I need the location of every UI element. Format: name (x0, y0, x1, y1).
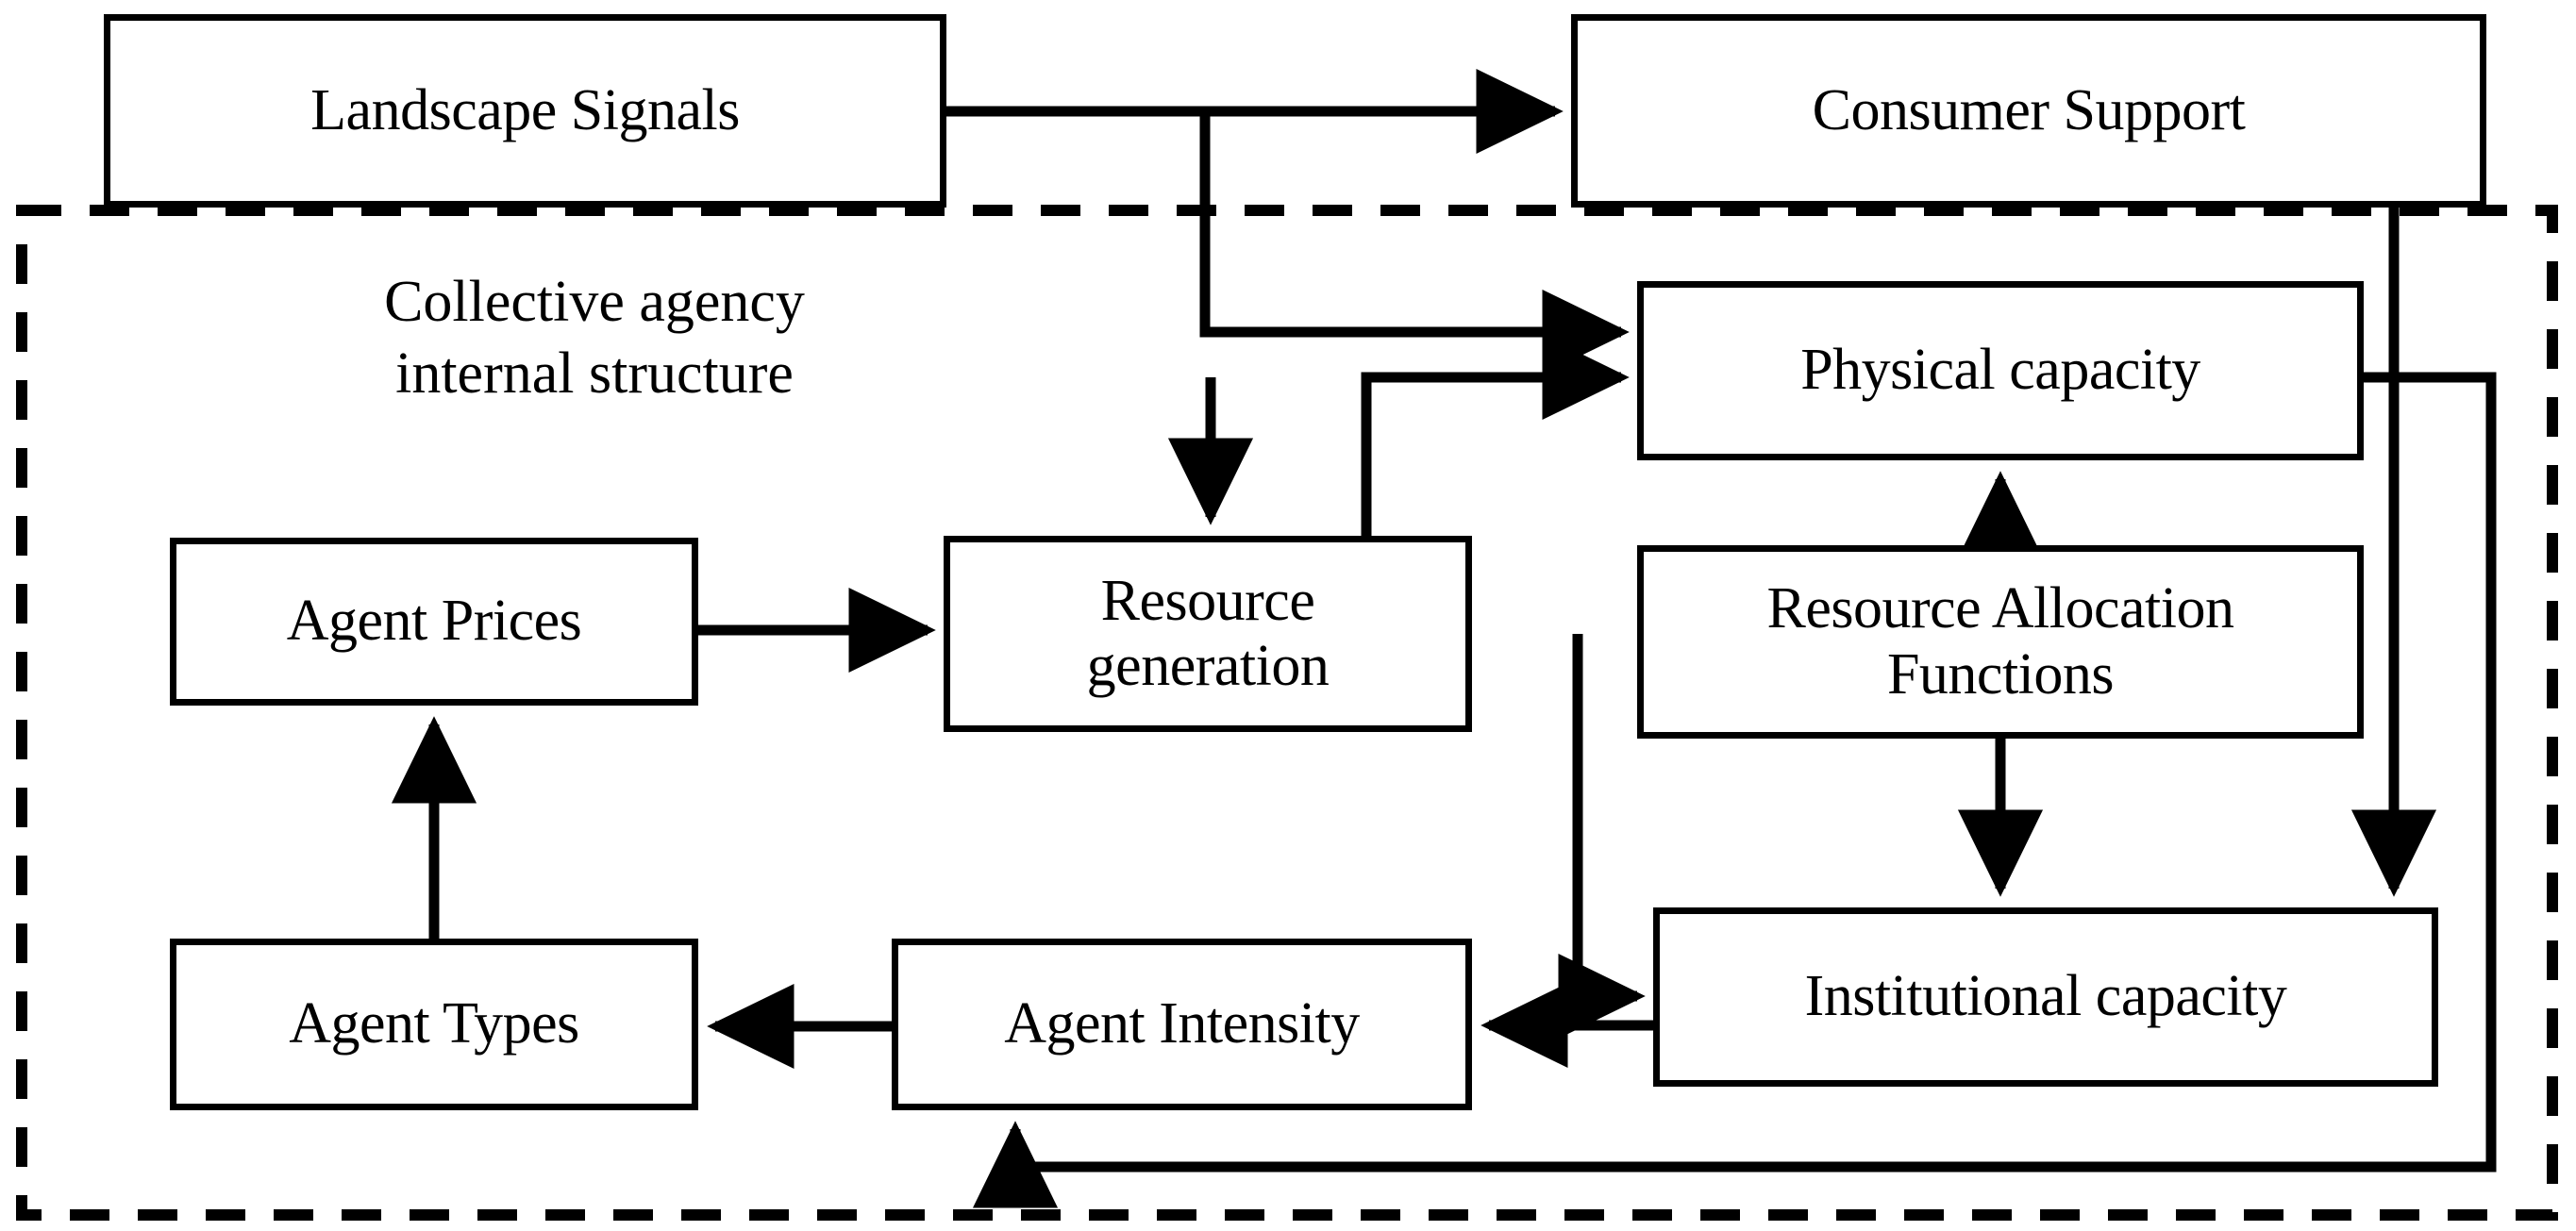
node-resource-allocation-functions[interactable]: Resource Allocation Functions (1637, 545, 2364, 739)
node-label-agent-types: Agent Types (289, 991, 579, 1056)
edge-resource-generation-to-institutional-capacity (1558, 634, 1646, 1040)
node-institutional-capacity[interactable]: Institutional capacity (1653, 907, 2438, 1087)
node-label-agent-intensity: Agent Intensity (1004, 991, 1360, 1056)
node-label-institutional-capacity: Institutional capacity (1804, 964, 2287, 1029)
node-label-resource-allocation-functions: Resource Allocation Functions (1766, 576, 2234, 707)
node-consumer-support[interactable]: Consumer Support (1571, 14, 2486, 208)
edge-physical-capacity-to-agent-intensity (972, 372, 2497, 1208)
node-resource-generation[interactable]: Resource generation (944, 536, 1472, 732)
node-label-physical-capacity: Physical capacity (1800, 338, 2200, 403)
node-agent-intensity[interactable]: Agent Intensity (892, 939, 1472, 1110)
edge-landscape-signals-to-physical-capacity (1199, 111, 1630, 375)
node-label-consumer-support: Consumer Support (1812, 77, 2246, 142)
node-landscape-signals[interactable]: Landscape Signals (104, 14, 946, 208)
node-agent-types[interactable]: Agent Types (170, 939, 698, 1110)
node-label-agent-prices: Agent Prices (286, 589, 582, 654)
node-label-landscape-signals: Landscape Signals (310, 77, 740, 142)
collective-agency-boundary-label: Collective agency internal structure (384, 270, 805, 406)
node-physical-capacity[interactable]: Physical capacity (1637, 281, 2364, 460)
node-label-resource-generation: Resource generation (1086, 568, 1330, 698)
node-agent-prices[interactable]: Agent Prices (170, 538, 698, 706)
